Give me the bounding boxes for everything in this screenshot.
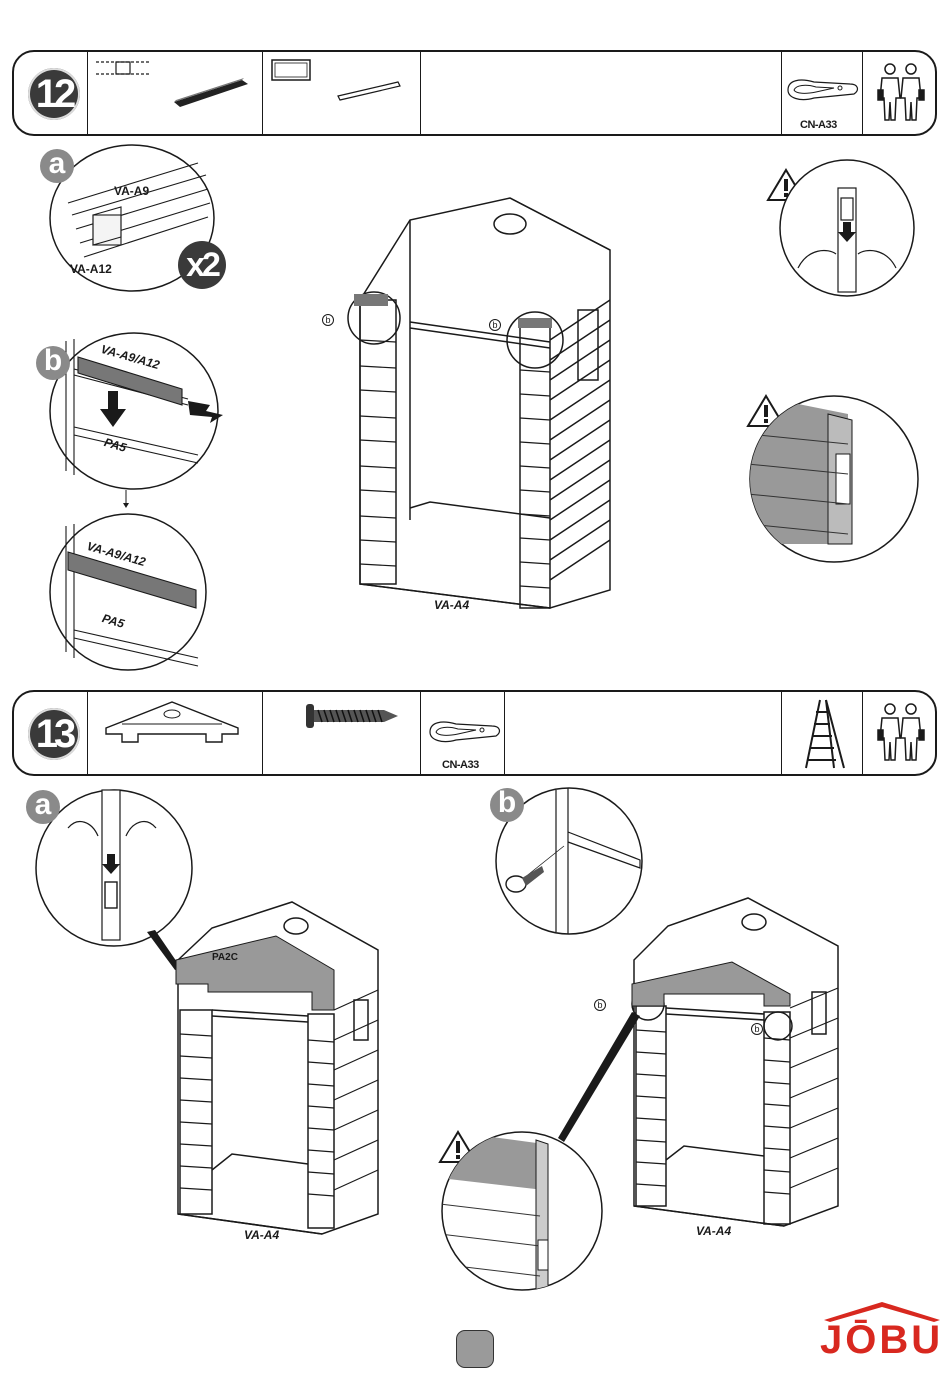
tool-code-label: CN-A33 bbox=[800, 119, 837, 131]
warning-detail-circle-top bbox=[778, 158, 916, 298]
profile-section-icon bbox=[94, 58, 154, 78]
step-12-detail-b2-circle bbox=[48, 512, 210, 672]
screw-icon bbox=[304, 700, 400, 732]
arrow-down-small bbox=[120, 490, 132, 510]
part-label-va-a12: VA-A12 bbox=[70, 262, 112, 276]
step-12-shed-illustration bbox=[340, 190, 630, 620]
page-number-box bbox=[456, 1330, 494, 1368]
gable-part-pa2c bbox=[102, 700, 242, 744]
warning-detail-circle-mid bbox=[748, 394, 920, 564]
part-label-pa2c: PA2C bbox=[212, 952, 238, 963]
long-profile-part bbox=[172, 70, 252, 110]
step-13-sub-b-badge: b bbox=[490, 788, 524, 822]
part-label-va-a4-step13a: VA-A4 bbox=[244, 1228, 279, 1242]
frame-rect-icon bbox=[270, 58, 314, 84]
warning-detail-circle-bottom bbox=[440, 1130, 604, 1292]
ladder-icon bbox=[800, 698, 850, 770]
quantity-x2-badge: x2 bbox=[178, 241, 226, 289]
wrench-icon bbox=[784, 76, 860, 102]
tool-code-label-13: CN-A33 bbox=[442, 759, 479, 771]
step-12-parts-bar: 12 CN-A33 bbox=[12, 50, 937, 136]
step-13a-shed-illustration bbox=[172, 900, 392, 1240]
callout-b-left: b bbox=[322, 314, 334, 326]
step-12-number: 12 bbox=[28, 68, 80, 120]
part-label-va-a9: VA-A9 bbox=[114, 184, 149, 198]
callout-b-13-right: b bbox=[751, 1023, 763, 1035]
step-13b-shed-illustration bbox=[628, 896, 848, 1236]
thin-bar-part bbox=[336, 78, 406, 102]
callout-b-right: b bbox=[489, 319, 501, 331]
step-12-sub-b-badge: b bbox=[36, 346, 70, 380]
two-persons-icon bbox=[876, 702, 926, 764]
step-13-number: 13 bbox=[28, 708, 80, 760]
part-label-va-a4-step13b: VA-A4 bbox=[696, 1224, 731, 1238]
part-label-va-a4-step12: VA-A4 bbox=[434, 598, 469, 612]
wrench-icon bbox=[426, 718, 502, 744]
step-13-parts-bar: 13 CN-A33 bbox=[12, 690, 937, 776]
step-12-sub-a-badge: a bbox=[40, 149, 74, 183]
brand-logo-text: JŌBU bbox=[820, 1318, 943, 1363]
leader-line-warning bbox=[556, 1010, 646, 1144]
two-persons-icon bbox=[876, 62, 926, 124]
step-13-sub-a-badge: a bbox=[26, 790, 60, 824]
